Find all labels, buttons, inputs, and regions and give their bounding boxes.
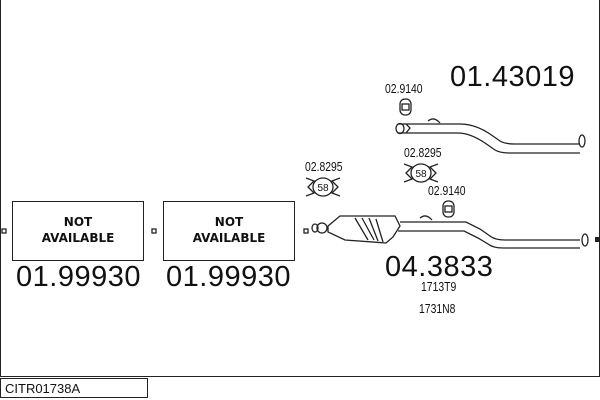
- box-label: NOT: [63, 215, 93, 230]
- reference-number: 1713T9: [421, 279, 457, 294]
- part-number[interactable]: 01.99930: [166, 261, 291, 293]
- connector-icon: [151, 228, 157, 234]
- connector-icon: [1, 228, 7, 234]
- part-number[interactable]: 01.43019: [450, 61, 575, 93]
- part-number[interactable]: 01.99930: [16, 261, 141, 293]
- box-label: NOT: [214, 215, 244, 230]
- hanger-icon: [399, 98, 412, 116]
- gasket-badge: 58: [415, 169, 427, 180]
- connector-icon: [303, 228, 309, 234]
- gasket-badge: 58: [317, 183, 329, 194]
- catalytic-converter-drawing: [311, 215, 589, 249]
- gasket-icon: [305, 177, 341, 197]
- not-available-box: NOT AVAILABLE: [12, 201, 144, 261]
- part-number[interactable]: 04.3833: [385, 251, 494, 283]
- box-label: AVAILABLE: [192, 231, 266, 245]
- front-pipe-drawing: [395, 118, 586, 154]
- accessory-number[interactable]: 02.8295: [404, 145, 442, 160]
- reference-number: 1731N8: [419, 301, 456, 316]
- accessory-number[interactable]: 02.9140: [428, 183, 466, 198]
- diagram-code: CITR01738A: [0, 378, 148, 398]
- accessory-number[interactable]: 02.8295: [305, 159, 343, 174]
- not-available-box: NOT AVAILABLE: [163, 201, 295, 261]
- hanger-icon: [442, 200, 455, 218]
- box-label: AVAILABLE: [41, 231, 115, 245]
- gasket-icon: [403, 163, 439, 183]
- accessory-number[interactable]: 02.9140: [385, 81, 423, 96]
